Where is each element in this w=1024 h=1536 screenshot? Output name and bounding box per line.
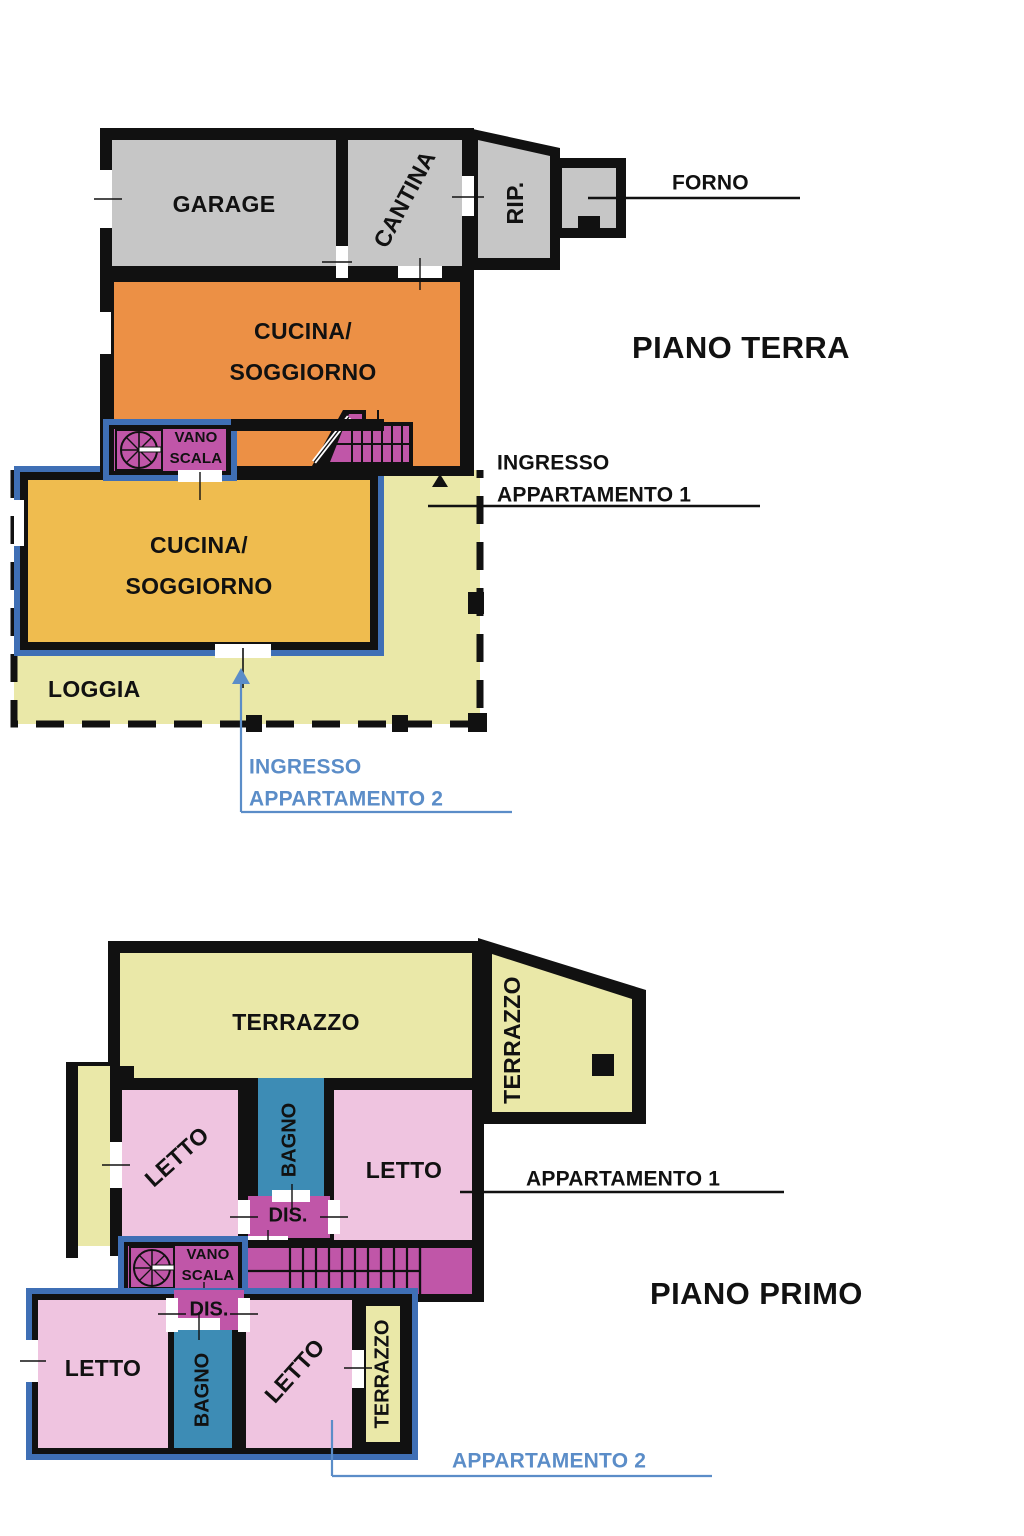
room-label-letto-b: LETTO	[366, 1157, 442, 1183]
loggia-pillar-1	[246, 715, 262, 732]
stair-first-treads	[246, 1248, 422, 1294]
room-label-bagno-b: BAGNO	[191, 1353, 213, 1427]
ground-floor-plan: FORNO INGRESSO APPARTAMENTO 1 INGRESSO A…	[10, 128, 850, 814]
callout-app1-label: APPARTAMENTO 1	[526, 1168, 720, 1191]
room-garage-cantina	[94, 128, 474, 290]
spiral-first-ray-5	[138, 1254, 153, 1269]
first-floor-plan: APPARTAMENTO 1 APPARTAMENTO 2 TERRAZZO T…	[20, 938, 863, 1478]
spiral-stair-step	[138, 446, 162, 453]
room-label-garage: GARAGE	[173, 191, 276, 217]
spiral-ray-7	[125, 449, 140, 464]
callout-ingresso-app1: INGRESSO APPARTAMENTO 1	[428, 452, 760, 508]
room-rip	[452, 128, 560, 270]
room-label-letto-c: LETTO	[65, 1355, 141, 1381]
callout-forno-label: FORNO	[672, 172, 749, 195]
wall-between-kitchens	[231, 419, 384, 431]
callout-ingresso-app2: INGRESSO APPARTAMENTO 2	[232, 668, 512, 814]
app2-first-floor-block	[20, 1288, 418, 1460]
stair-first-east-wall	[472, 1240, 484, 1302]
terrazzo-left-wall	[66, 1062, 78, 1258]
room-label-vano-line2: SCALA	[170, 450, 223, 467]
callout-ingresso2-line1: INGRESSO	[249, 756, 361, 779]
room-label-cucina2-line2: SOGGIORNO	[125, 573, 272, 599]
room-label-cucina2-line1: CUCINA/	[150, 532, 248, 558]
callout-app2-label: APPARTAMENTO 2	[452, 1450, 646, 1473]
room-vano-scala-first	[118, 1236, 248, 1310]
room-label-terrazzo-top: TERRAZZO	[232, 1009, 360, 1035]
room-letto-c-fill	[38, 1300, 168, 1448]
room-letto-b-fill	[334, 1090, 472, 1242]
spiral-stair-box	[115, 429, 163, 471]
room-label-dis-a: DIS.	[269, 1204, 308, 1226]
room-letto-d-fill	[246, 1300, 352, 1448]
door-dis-b-east	[238, 1298, 250, 1332]
entrance-marker-app1	[432, 474, 448, 487]
app1-kitchen-east-wall	[460, 272, 474, 476]
floor-title-first: PIANO PRIMO	[650, 1276, 863, 1311]
app2-room-fill	[28, 480, 370, 642]
room-dis-a-fill	[248, 1196, 330, 1238]
room-label-vano-first-line2: SCALA	[182, 1267, 235, 1284]
room-label-vano-line1: VANO	[174, 429, 217, 446]
callout-ingresso1-line1: INGRESSO	[497, 452, 609, 475]
spiral-ray-5	[125, 436, 140, 451]
room-label-loggia: LOGGIA	[48, 676, 141, 702]
door-opening-rip	[462, 176, 474, 216]
spiral-first-ray-7	[138, 1267, 153, 1282]
door-dis-b-west	[166, 1298, 178, 1332]
room-label-terrazzo-small: TERRAZZO	[371, 1320, 393, 1429]
callout-ingresso2-line2: APPARTAMENTO 2	[249, 788, 443, 811]
terrazzo-top-fill	[78, 953, 472, 1078]
room-terrazzo-right	[478, 938, 646, 1124]
callout-appartamento2: APPARTAMENTO 2	[330, 1420, 712, 1478]
room-bagno-b-fill	[174, 1322, 232, 1448]
room-label-terrazzo-right: TERRAZZO	[499, 976, 525, 1104]
spiral-stair-icon	[115, 429, 163, 471]
rip-fill	[478, 140, 550, 258]
door-bagno-a	[272, 1190, 310, 1202]
room-label-bagno-a: BAGNO	[278, 1103, 300, 1177]
door-terrazzo-small	[352, 1350, 364, 1388]
room-cucina-soggiorno-app2	[14, 466, 384, 688]
loggia-pillar-4	[468, 592, 484, 614]
cantina-fill	[348, 140, 462, 266]
garage-fill	[112, 140, 336, 266]
callout-forno: FORNO	[588, 172, 800, 200]
app1-first-floor-block	[102, 1078, 484, 1258]
room-bagno-a-fill	[258, 1078, 324, 1202]
room-terrazzo-top	[66, 941, 484, 1258]
room-label-rip: RIP.	[502, 182, 528, 225]
terrazzo-right-column	[592, 1054, 614, 1076]
room-label-vano-first-line1: VANO	[186, 1246, 229, 1263]
window-app2-west	[14, 500, 24, 546]
entrance-marker-app2	[232, 668, 250, 684]
spiral-stair-first-step	[151, 1264, 175, 1271]
room-vano-scala-ground	[103, 419, 237, 500]
floor-title-ground: PIANO TERRA	[632, 330, 850, 365]
spiral-stair-icon-first	[129, 1246, 175, 1289]
room-label-cucina1-line1: CUCINA/	[254, 318, 352, 344]
window-app1-kitchen-west	[100, 312, 111, 354]
room-label-cucina1-line2: SOGGIORNO	[229, 359, 376, 385]
room-letto-a-fill	[122, 1090, 238, 1242]
terrazzo-small-fill	[366, 1306, 400, 1442]
loggia-pillar-3	[468, 713, 487, 732]
room-label-dis-b: DIS.	[190, 1298, 229, 1320]
loggia-pillar-2	[392, 715, 408, 732]
callout-appartamento1: APPARTAMENTO 1	[460, 1168, 784, 1194]
callout-ingresso1-line2: APPARTAMENTO 1	[497, 484, 691, 507]
